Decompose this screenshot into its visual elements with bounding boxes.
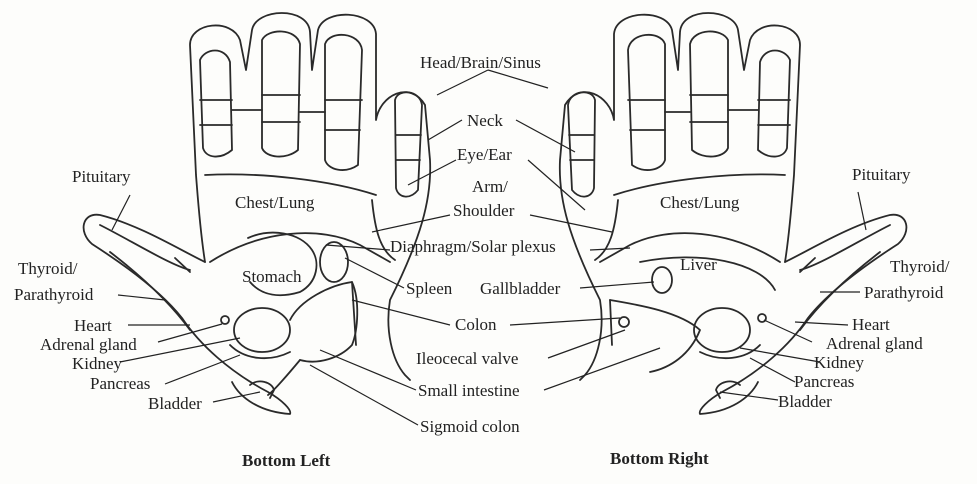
label-parathyroid-right: Parathyroid	[864, 283, 944, 302]
label-pancreas-left: Pancreas	[90, 374, 150, 393]
label-eye-ear: Eye/Ear	[457, 145, 512, 164]
caption-bottom-left: Bottom Left	[242, 451, 331, 470]
label-arm: Arm/	[472, 177, 508, 196]
label-chest-lung-left: Chest/Lung	[235, 193, 315, 212]
caption-bottom-right: Bottom Right	[610, 449, 709, 468]
label-heart-left: Heart	[74, 316, 112, 335]
label-heart-right: Heart	[852, 315, 890, 334]
label-sigmoid-colon: Sigmoid colon	[420, 417, 520, 436]
label-thyroid-left: Thyroid/	[18, 259, 78, 278]
label-parathyroid-left: Parathyroid	[14, 285, 94, 304]
label-kidney-right: Kidney	[814, 353, 865, 372]
label-chest-lung-right: Chest/Lung	[660, 193, 740, 212]
label-stomach: Stomach	[242, 267, 302, 286]
label-pituitary-right: Pituitary	[852, 165, 911, 184]
label-adrenal-left: Adrenal gland	[40, 335, 137, 354]
label-bladder-left: Bladder	[148, 394, 202, 413]
label-thyroid-right: Thyroid/	[890, 257, 950, 276]
label-shoulder: Shoulder	[453, 201, 515, 220]
label-pancreas-right: Pancreas	[794, 372, 854, 391]
label-pituitary-left: Pituitary	[72, 167, 131, 186]
label-colon: Colon	[455, 315, 497, 334]
label-diaphragm: Diaphragm/Solar plexus	[390, 237, 556, 256]
label-spleen: Spleen	[406, 279, 453, 298]
label-small-intestine: Small intestine	[418, 381, 520, 400]
label-liver: Liver	[680, 255, 717, 274]
label-gallbladder: Gallbladder	[480, 279, 561, 298]
labels: Head/Brain/Sinus Neck Eye/Ear Arm/ Shoul…	[14, 53, 950, 470]
label-adrenal-right: Adrenal gland	[826, 334, 923, 353]
label-bladder-right: Bladder	[778, 392, 832, 411]
label-head-brain-sinus: Head/Brain/Sinus	[420, 53, 541, 72]
label-ileocecal-valve: Ileocecal valve	[416, 349, 518, 368]
label-kidney-left: Kidney	[72, 354, 123, 373]
label-neck: Neck	[467, 111, 503, 130]
